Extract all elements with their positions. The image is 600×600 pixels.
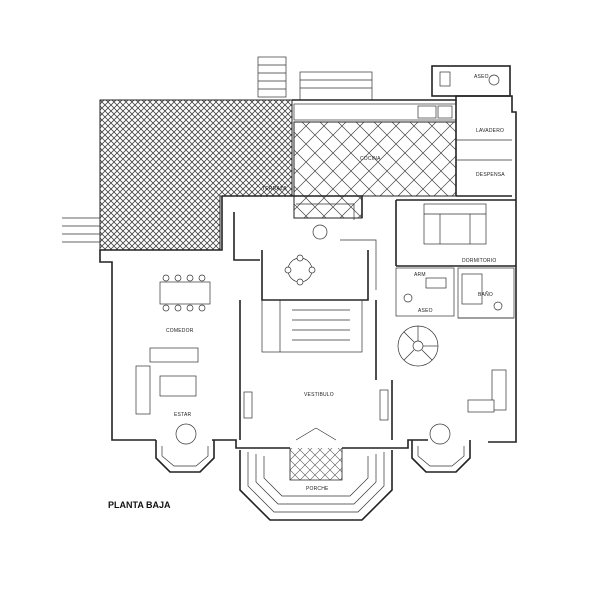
left-living <box>135 274 211 445</box>
label-aseo-mid: ASEO <box>418 308 433 314</box>
label-estar: ESTAR <box>174 412 191 418</box>
label-bano: BAÑO <box>478 291 493 298</box>
label-vestibulo: VESTIBULO <box>304 392 334 398</box>
exterior-stair <box>257 56 373 101</box>
label-cocina: COCINA <box>360 156 381 162</box>
outer-walls <box>99 95 517 449</box>
dormitorio-room <box>395 199 516 267</box>
right-lounge <box>391 369 507 445</box>
service-rooms <box>431 65 512 197</box>
label-terraza: TERRAZA <box>262 186 287 192</box>
label-lavadero: LAVADERO <box>476 128 504 134</box>
label-porche: PORCHE <box>306 486 329 492</box>
cocina-floor <box>293 103 457 219</box>
terraza-area <box>62 99 293 251</box>
label-despensa: DESPENSA <box>476 172 505 178</box>
bay-windows <box>155 440 471 473</box>
label-dormitorio: DORMITORIO <box>462 258 496 264</box>
label-comedor: COMEDOR <box>166 328 194 334</box>
plan-title: PLANTA BAJA <box>108 500 171 510</box>
porche-area <box>239 427 393 521</box>
label-aseo-top: ASEO <box>474 74 489 80</box>
bano-aseo-rooms <box>395 267 515 367</box>
label-armario: ARM <box>414 272 426 278</box>
room-labels: TERRAZA COCINA LAVADERO DESPENSA ASEO DO… <box>108 74 505 510</box>
central-hall <box>233 203 389 440</box>
